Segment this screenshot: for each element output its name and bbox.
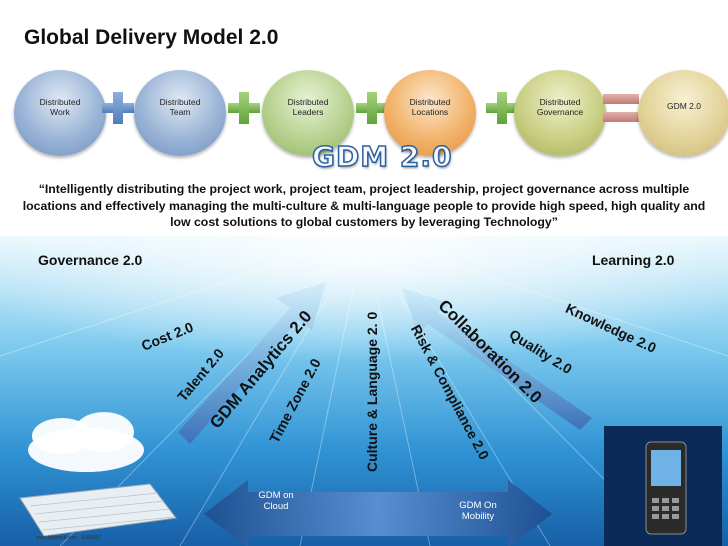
label-gdm-on-cloud: GDM on Cloud xyxy=(258,490,294,513)
circle-distributed-locations: Distributed Locations xyxy=(384,70,476,156)
circle-distributed-team: Distributed Team xyxy=(134,70,226,156)
image-credit: www.bigstock.com · 5355557 xyxy=(36,535,102,541)
circle-label: Distributed Governance xyxy=(536,97,584,118)
circle-distributed-governance: Distributed Governance xyxy=(514,70,606,156)
cloud-keyboard-image xyxy=(19,412,177,537)
label-learning: Learning 2.0 xyxy=(592,252,675,268)
circle-label: GDM 2.0 xyxy=(666,101,701,111)
label-governance: Governance 2.0 xyxy=(38,252,143,268)
quote-text: “Intelligently distributing the project … xyxy=(22,182,706,230)
circle-label: Distributed Locations xyxy=(409,97,451,118)
page-title: Global Delivery Model 2.0 xyxy=(24,26,279,49)
circle-label: Distributed Leaders xyxy=(287,97,329,118)
circle-label: Distributed Team xyxy=(159,97,201,118)
mobile-phone-image xyxy=(604,426,722,546)
plus-icon xyxy=(356,92,388,124)
scene-background xyxy=(0,236,728,546)
gdm-logo: GDM 2.0 xyxy=(311,139,453,174)
equals-icon xyxy=(603,92,639,124)
label-gdm-on-mobility: GDM On Mobility xyxy=(459,500,497,523)
plus-icon xyxy=(228,92,260,124)
plus-icon xyxy=(486,92,518,124)
circle-distributed-leaders: Distributed Leaders xyxy=(262,70,354,156)
circle-label: Distributed Work xyxy=(39,97,81,118)
plus-icon xyxy=(102,92,134,124)
scene-panel: Governance 2.0 Learning 2.0 Cost 2.0 Tal… xyxy=(0,236,728,546)
circle-gdm-result: GDM 2.0 xyxy=(638,70,728,156)
circle-distributed-work: Distributed Work xyxy=(14,70,106,156)
label-culture-language: Culture & Language 2. 0 xyxy=(364,311,380,472)
